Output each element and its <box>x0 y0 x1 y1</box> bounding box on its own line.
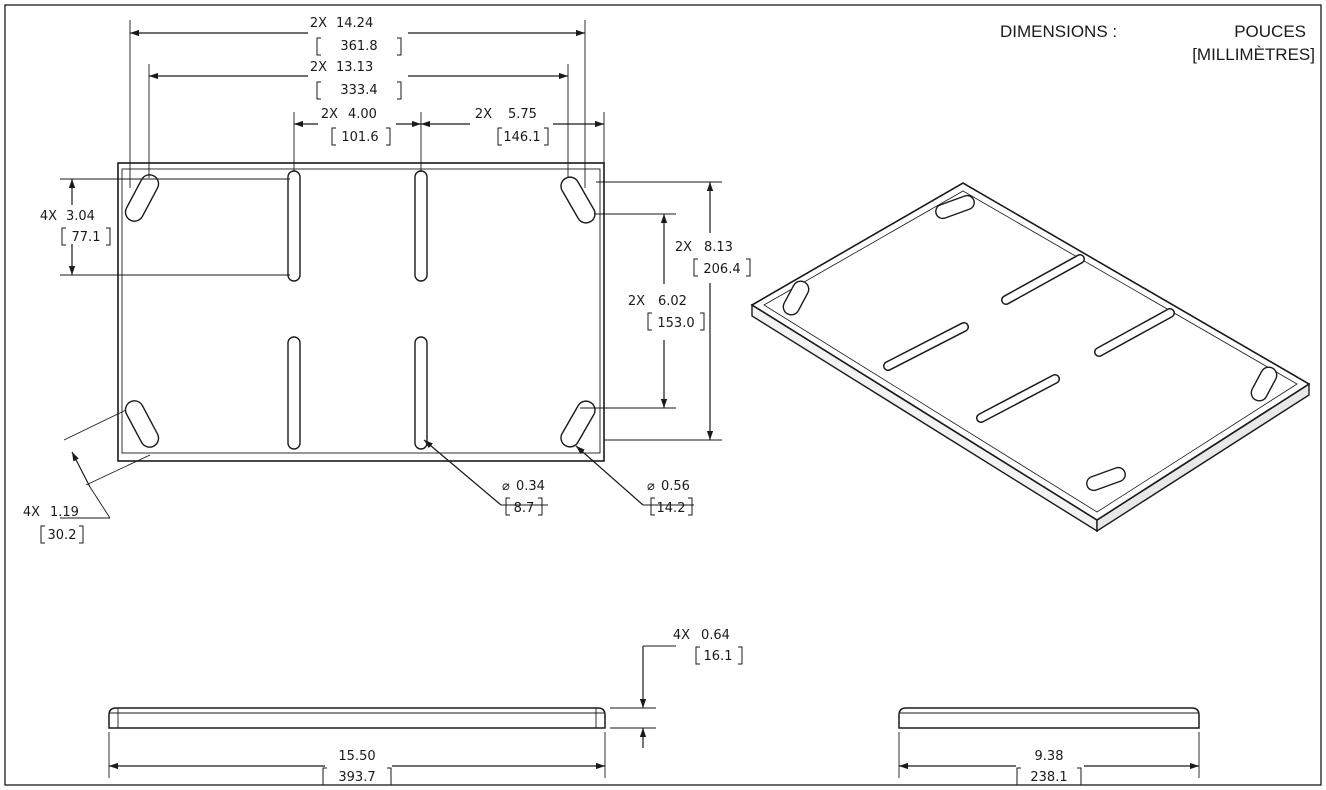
dim-qty: 4X <box>40 209 57 224</box>
dim-edge-offset: 2X 5.75 146.1 <box>421 107 605 164</box>
dim-mm: 393.7 <box>338 770 375 785</box>
dim-qty: 2X <box>310 60 327 75</box>
dim-mm: 153.0 <box>657 316 694 331</box>
units-primary: POUCES <box>1234 22 1306 41</box>
isometric-view <box>750 182 1311 533</box>
corner-slot-bottom-right <box>560 400 596 448</box>
dim-symbol: ⌀ <box>502 479 510 494</box>
dim-corner-slot-span: 2X 13.13 333.4 <box>148 60 569 178</box>
center-slot-bottom-left <box>287 336 301 450</box>
center-slot-top-left <box>287 170 301 282</box>
dim-mm: 77.1 <box>72 230 101 245</box>
dim-mm: 206.4 <box>703 262 740 277</box>
dim-inch: 5.75 <box>508 107 537 122</box>
units-secondary: [MILLIMÈTRES] <box>1192 45 1315 64</box>
iso-corner-slot-right <box>1250 366 1278 402</box>
dim-inch: 0.56 <box>661 479 690 494</box>
dim-inch: 0.34 <box>516 479 545 494</box>
dim-mm: 361.8 <box>340 39 377 54</box>
plate-outline-outer <box>117 162 605 462</box>
side-profile-short <box>898 707 1200 729</box>
dim-qty: 2X <box>321 107 338 122</box>
dim-mm: 238.1 <box>1030 770 1067 785</box>
iso-rim-inner <box>763 190 1298 513</box>
dim-mm: 14.2 <box>657 501 686 516</box>
dim-inch: 9.38 <box>1035 749 1064 764</box>
center-slot-top-right <box>414 170 428 282</box>
dim-qty: 2X <box>475 107 492 122</box>
dim-inch: 8.13 <box>704 240 733 255</box>
dim-qty: 4X <box>673 628 690 643</box>
units-label: DIMENSIONS : <box>1000 22 1117 41</box>
iso-corner-slot-front <box>1086 466 1126 492</box>
dim-slot-diameter-small: ⌀ 0.34 8.7 <box>423 439 548 516</box>
units-header: DIMENSIONS : POUCES [MILLIMÈTRES] <box>1000 22 1315 64</box>
dim-symbol: ⌀ <box>647 479 655 494</box>
dim-inch: 6.02 <box>658 294 687 309</box>
dim-center-slot-spacing: 2X 4.00 101.6 <box>293 107 422 172</box>
dim-inch: 0.64 <box>701 628 730 643</box>
dim-thickness: 4X 0.64 16.1 <box>610 628 743 748</box>
dim-slot-length: 4X 3.04 77.1 <box>40 178 290 276</box>
dim-qty: 2X <box>310 16 327 31</box>
corner-slot-bottom-left <box>124 400 160 448</box>
center-slot-bottom-right <box>414 336 428 450</box>
corner-slot-top-left <box>124 174 160 222</box>
dim-qty: 2X <box>675 240 692 255</box>
dim-inch: 15.50 <box>338 749 375 764</box>
dim-overall-height: 2X 8.13 206.4 <box>596 181 751 441</box>
plate-outline-inner <box>121 168 601 454</box>
dim-mm: 16.1 <box>704 649 733 664</box>
dim-inch: 3.04 <box>66 209 95 224</box>
drawing-border <box>4 4 1322 786</box>
dim-inch: 14.24 <box>336 16 373 31</box>
dim-inch: 13.13 <box>336 60 373 75</box>
iso-top-surface <box>750 182 1311 521</box>
dim-inch: 1.19 <box>50 505 79 520</box>
corner-slot-top-right <box>560 176 596 224</box>
side-profile-long <box>108 707 606 729</box>
dim-qty: 2X <box>628 294 645 309</box>
top-view <box>117 162 605 462</box>
dim-mm: 8.7 <box>514 501 535 516</box>
iso-corner-slot-left <box>782 280 810 316</box>
dim-qty: 4X <box>23 505 40 520</box>
dim-corner-slot-length: 4X 1.19 30.2 <box>23 409 151 544</box>
dim-mm: 30.2 <box>48 528 77 543</box>
front-side-view: 15.50 393.7 <box>108 707 606 786</box>
dim-inner-height: 2X 6.02 153.0 <box>580 213 705 409</box>
dim-inch: 4.00 <box>348 107 377 122</box>
dim-mm: 101.6 <box>341 130 378 145</box>
dim-mm: 146.1 <box>503 130 540 145</box>
dim-overall-slot-span: 2X 14.24 361.8 <box>129 16 586 188</box>
dim-slot-diameter-large: ⌀ 0.56 14.2 <box>575 445 694 516</box>
end-side-view: 9.38 238.1 <box>898 707 1200 786</box>
iso-corner-slot-back <box>935 194 975 220</box>
dim-mm: 333.4 <box>340 83 377 98</box>
